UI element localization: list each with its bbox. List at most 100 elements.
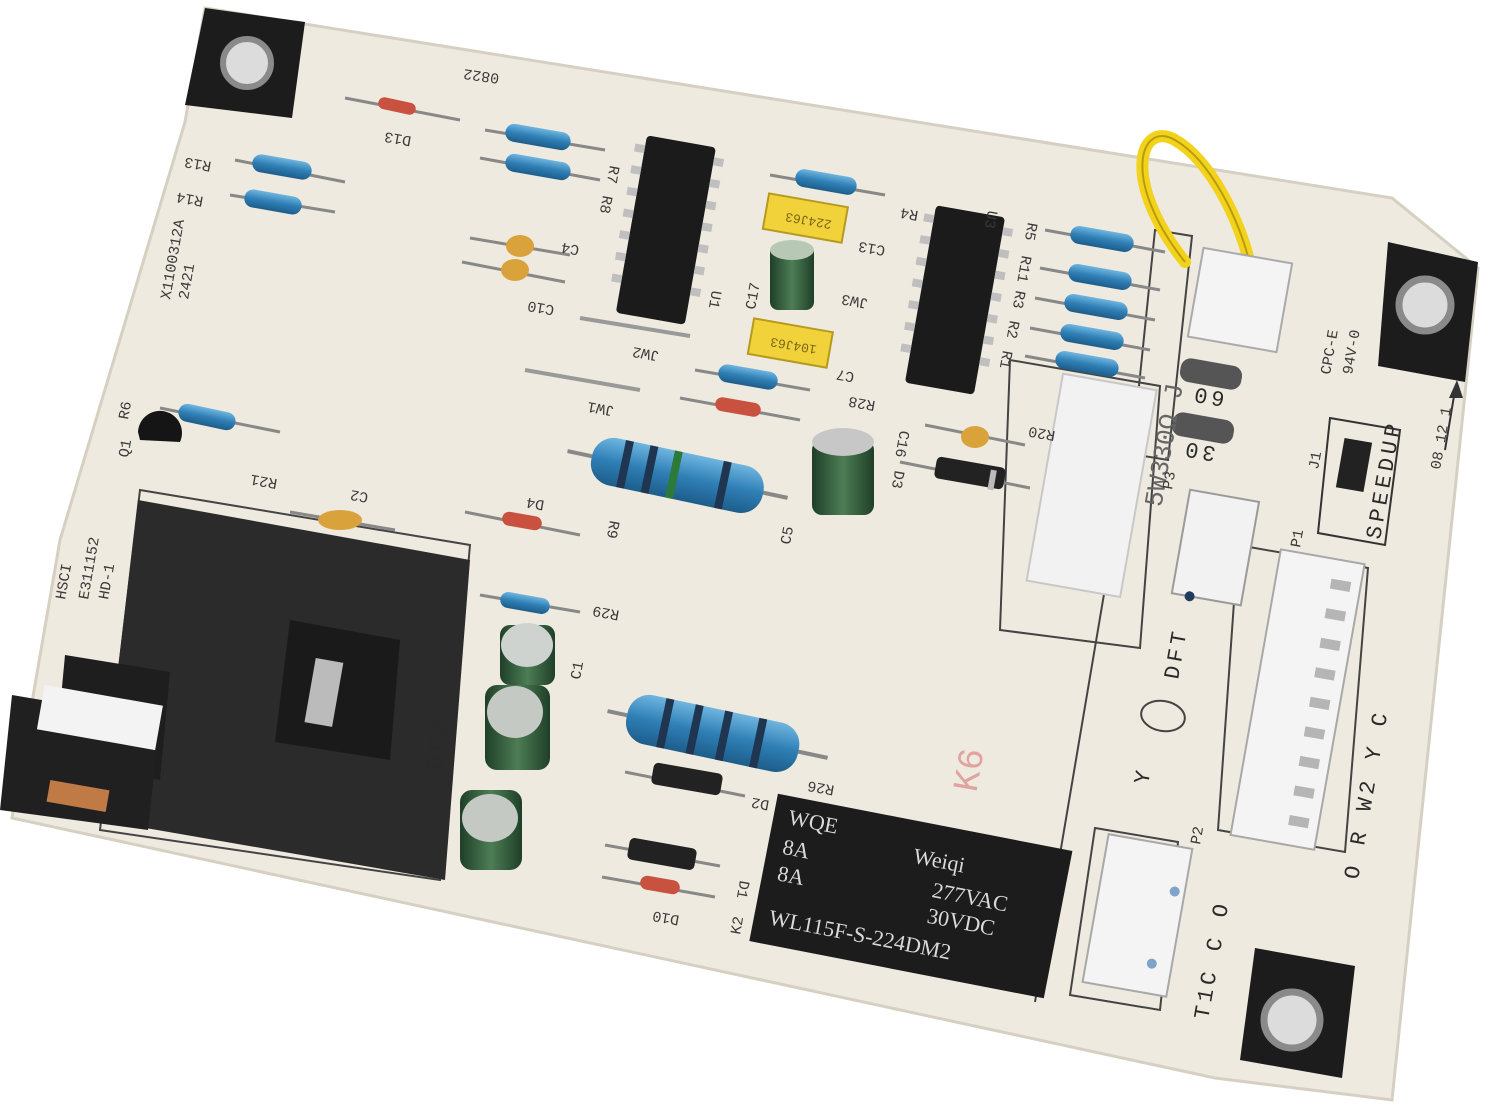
resistor-r13 — [234, 154, 346, 184]
capacitor-c10 — [461, 259, 566, 284]
label-c10: C10 — [526, 296, 556, 317]
label-c5: C5 — [778, 525, 798, 546]
resistor-r29 — [479, 592, 581, 614]
mounting-hole-bottom-right — [1240, 948, 1355, 1078]
connector-p1 — [1229, 548, 1366, 851]
resistor-r5 — [1044, 226, 1166, 254]
label-r21: R21 — [249, 470, 279, 491]
label-r9: R9 — [602, 519, 622, 540]
diode-d3 — [899, 456, 1031, 491]
jumper-j1 — [1335, 437, 1373, 493]
label-d4: D4 — [525, 493, 546, 513]
label-tap-60: 60 — [1189, 380, 1227, 411]
connector-white-top — [1186, 246, 1294, 354]
label-p1: P1 — [1288, 528, 1308, 549]
date-code: 0822 — [462, 64, 500, 86]
label-r3: R3 — [1008, 289, 1028, 310]
resistor-r2 — [1029, 324, 1151, 352]
relay-k2: WQE Weiqi 8A 8A 277VAC 30VDC WL115F-S-22… — [749, 793, 1073, 999]
mounting-hole-top-left — [185, 8, 305, 118]
label-p2: P2 — [1188, 825, 1208, 846]
y-label: Y — [1130, 765, 1158, 786]
label-r1: R1 — [995, 349, 1015, 370]
resistor-r7 — [484, 123, 606, 152]
yellow-jumper-wire — [1136, 130, 1256, 271]
relay-rating-1: 8A — [781, 834, 812, 864]
label-d13: D13 — [383, 127, 413, 148]
label-r28: R28 — [847, 392, 877, 413]
label-r4: R4 — [899, 203, 920, 223]
resistor-r14 — [229, 189, 336, 215]
capacitor-c16 — [924, 423, 1026, 448]
label-r5: R5 — [1020, 221, 1040, 242]
label-r29: R29 — [591, 601, 621, 622]
label-r6: R6 — [116, 400, 136, 421]
capacitor-c4 — [469, 235, 571, 257]
ic-u1 — [611, 135, 725, 325]
resistor-r8 — [479, 153, 601, 182]
diode-d1 — [604, 838, 721, 870]
transistor-q1 — [138, 410, 182, 442]
capacitor-large-upper — [812, 428, 874, 515]
label-r11: R11 — [1012, 254, 1033, 284]
capacitor-lower — [460, 790, 522, 870]
label-r8: R8 — [595, 194, 615, 215]
label-k2: K2 — [728, 915, 748, 936]
label-c7: C7 — [835, 365, 856, 385]
resistor-r11 — [1039, 264, 1161, 292]
resistor-r28 — [694, 364, 811, 392]
label-u1: U1 — [704, 289, 724, 310]
resistor-r1 — [1024, 351, 1146, 380]
capacitor-c17 — [770, 240, 814, 310]
capacitor-c13: 224J63 — [761, 192, 850, 244]
speedup-box — [1316, 416, 1402, 547]
resistor-r3 — [1034, 294, 1156, 322]
resistor-r26 — [607, 694, 829, 772]
ic-u3 — [900, 205, 1014, 395]
label-p3: P3 — [1160, 470, 1180, 491]
relay-terminal-block — [0, 684, 163, 830]
label-d1: D1 — [732, 879, 752, 900]
capacitor-c7: 104J63 — [746, 317, 835, 369]
k6-stamp: K6 — [947, 745, 995, 795]
connector-p2 — [1081, 833, 1194, 998]
connector-p3 — [1170, 488, 1261, 607]
jumper-jw2 — [579, 316, 691, 338]
diode-near-r28 — [679, 396, 801, 422]
label-r20: R20 — [1027, 422, 1057, 443]
resistor-r4 — [769, 169, 886, 197]
label-d10: D10 — [651, 906, 681, 927]
resistor-r6 — [159, 403, 281, 434]
label-jw3: JW3 — [840, 290, 870, 311]
diode-d10 — [601, 875, 716, 899]
label-jw2: JW2 — [631, 342, 661, 363]
diode-d4 — [464, 510, 581, 537]
pad-y — [1140, 699, 1186, 733]
label-d3: D3 — [887, 469, 907, 490]
tap-30-pad — [1171, 412, 1235, 444]
label-jw1: JW1 — [586, 397, 616, 418]
diode-d2 — [624, 762, 746, 798]
resistor-r9 — [567, 437, 789, 514]
label-r26: R26 — [806, 776, 836, 797]
capacitor-c2 — [289, 510, 396, 532]
label-c13: C13 — [857, 237, 887, 258]
label-c2: C2 — [349, 485, 370, 505]
label-d2: D2 — [750, 793, 771, 813]
label-r2: R2 — [1002, 319, 1022, 340]
cert-hd1: HD-1 — [96, 562, 119, 600]
tap-60-pad — [1179, 358, 1243, 390]
label-j1: J1 — [1306, 450, 1326, 471]
label-c17: C17 — [743, 281, 764, 311]
capacitor-mid — [485, 685, 550, 770]
jumper-jw1 — [524, 368, 641, 392]
label-c1: C1 — [568, 660, 588, 681]
capacitor-c1 — [500, 623, 555, 685]
label-r7: R7 — [602, 164, 622, 185]
diode-d13 — [344, 96, 461, 122]
label-r14: R14 — [175, 187, 205, 208]
label-c4: C4 — [560, 238, 581, 258]
label-c16: C16 — [890, 429, 911, 459]
